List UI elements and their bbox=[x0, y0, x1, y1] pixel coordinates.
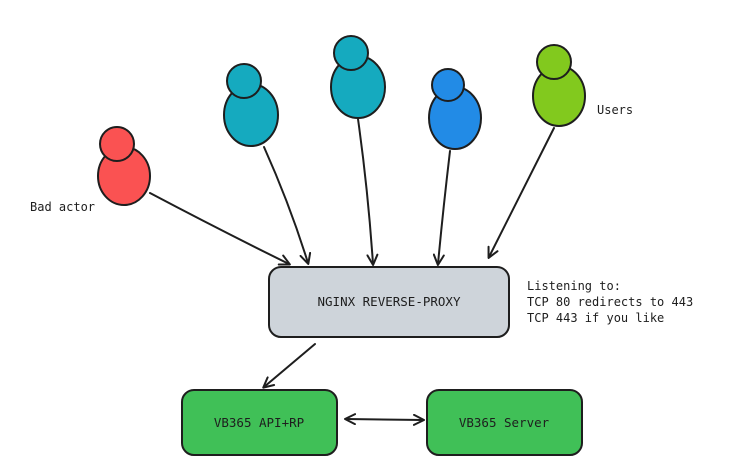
actor-user-1 bbox=[223, 63, 279, 147]
arrow-proxy-to-api bbox=[262, 343, 316, 389]
actor-user-4 bbox=[532, 44, 586, 127]
api-box bbox=[181, 389, 338, 456]
arrow-api-server-bidirectional bbox=[344, 413, 425, 426]
actor-head bbox=[431, 68, 465, 102]
actor-user-2 bbox=[330, 35, 386, 119]
server-label: VB365 Server bbox=[459, 415, 550, 430]
actor-head bbox=[536, 44, 572, 80]
listening-line-1: Listening to: bbox=[527, 279, 621, 293]
actor-head bbox=[333, 35, 369, 71]
arrow-user-4-to-proxy bbox=[487, 127, 555, 259]
proxy-label: NGINX REVERSE-PROXY bbox=[318, 294, 461, 309]
actor-head bbox=[226, 63, 262, 99]
server-box bbox=[426, 389, 583, 456]
users-label: Users bbox=[597, 103, 633, 117]
bad-actor-label: Bad actor bbox=[30, 200, 95, 214]
arrow-user-2-to-proxy bbox=[357, 118, 379, 266]
actor-user-3 bbox=[428, 68, 482, 150]
actor-head bbox=[99, 126, 135, 162]
actor-bad-actor bbox=[97, 126, 151, 206]
listening-line-3: TCP 443 if you like bbox=[527, 311, 664, 325]
proxy-box bbox=[268, 266, 510, 338]
arrow-bad-actor-to-proxy bbox=[149, 192, 291, 266]
arrow-user-3-to-proxy bbox=[432, 150, 451, 266]
arrow-user-1-to-proxy bbox=[263, 146, 312, 265]
api-label: VB365 API+RP bbox=[214, 415, 304, 430]
listening-line-2: TCP 80 redirects to 443 bbox=[527, 295, 693, 309]
